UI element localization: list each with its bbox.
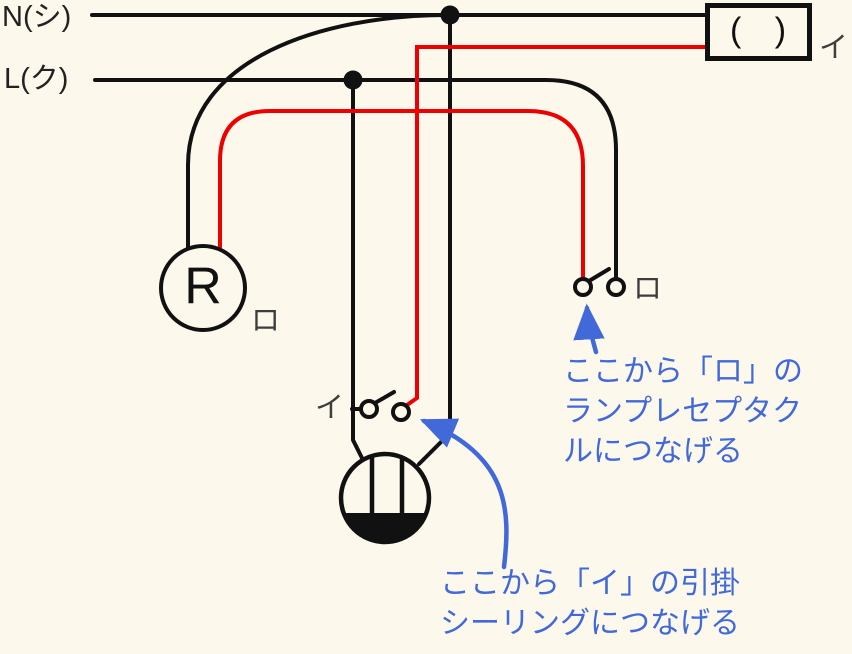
neutral-branch-to-outlet [417,13,452,466]
switch-ro-symbol [573,267,626,297]
red-wires [218,45,709,407]
lamp-receptacle-symbol [159,244,247,332]
arrow-to-switch-i-terminal [419,418,509,570]
annotation-arrows [419,303,605,570]
ceiling-box-label-i: イ [819,32,849,64]
switch-ro-label: ロ [633,273,663,305]
annotation-i-text: ここから「イ」の引掛 シーリングにつなげる [440,567,740,640]
neutral-line-label: N(シ) [2,1,72,33]
live-branch-to-switch-i-and-outlet [351,78,366,464]
switch-i-label: イ [315,392,345,424]
outlet-symbol [338,451,432,545]
live-line-label: L(ク) [4,63,69,95]
junction-dot-neutral [440,5,460,25]
annotation-ro-text: ここから「ロ」の ランプレセプタク ルにつなげる [563,355,803,468]
ceiling-box-parens-symbol: ( ) [729,11,799,50]
lamp-receptacle-letter: R [184,257,222,316]
lamp-receptacle-label-ro: ロ [251,305,281,337]
red-wire-switch-i-to-ceiling-box [405,45,709,407]
switch-i-symbol [359,390,411,422]
ceiling-box-symbol [705,3,812,61]
neutral-branch-to-lamp-receptacle [186,13,450,249]
junction-dot-live [343,70,363,90]
live-line-to-switch-ro [93,78,618,281]
arrow-to-switch-ro-terminal [573,303,605,355]
red-wire-switch-ro-to-lamp-receptacle [218,109,585,281]
